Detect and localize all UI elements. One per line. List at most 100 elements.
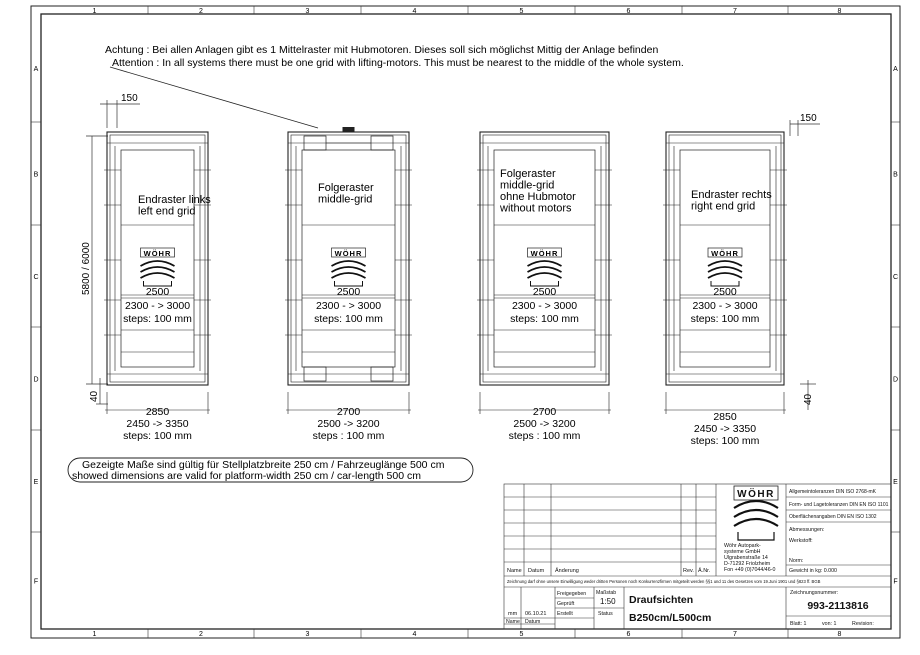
woehr-logo: WÖHR xyxy=(707,247,743,287)
note-en: Attention : In all systems there must be… xyxy=(112,57,684,69)
standard-1: Allgemeintoleranzen DIN ISO 2768-mK xyxy=(789,489,877,495)
woehr-logo-text: WÖHR xyxy=(335,249,363,258)
column-label-top: 3 xyxy=(306,8,310,15)
company-2: systeme GmbH xyxy=(724,549,761,555)
row-label-left: F xyxy=(34,579,38,586)
column-label-top: 7 xyxy=(733,8,737,15)
gewicht: Gewicht in kg: 0.000 xyxy=(789,568,837,574)
inner-range: 2300 - > 3000 xyxy=(692,300,757,312)
rev-rev: Rev. xyxy=(683,568,694,574)
column-label-bottom: 1 xyxy=(93,631,97,638)
werkstoff: Werkstoff: xyxy=(789,538,813,544)
outer-width: 2700 xyxy=(533,406,557,418)
column-label-top: 1 xyxy=(93,8,97,15)
outer-width-steps: steps : 100 mm xyxy=(313,430,385,442)
outer-width-range: 2450 -> 3350 xyxy=(694,423,756,435)
rev-datum: Datum xyxy=(528,568,545,574)
column-label-bottom: 3 xyxy=(306,631,310,638)
woehr-logo-text: WÖHR xyxy=(144,249,172,258)
row-label-right: B xyxy=(893,172,898,179)
dim-150-left xyxy=(100,100,140,128)
woehr-logo: WÖHR xyxy=(527,247,562,287)
outer-width-range: 2450 -> 3350 xyxy=(126,418,188,430)
inner-steps: steps: 100 mm xyxy=(510,313,579,325)
title-block-text: Name Datum Änderung Rev. Ä.Nr. WÖHR Wöhr… xyxy=(506,485,889,627)
woehr-logo: WÖHR xyxy=(331,247,366,287)
row-label-left: D xyxy=(33,377,38,384)
dim-150-left-label: 150 xyxy=(121,93,138,104)
grid-label-3: Folgeraster xyxy=(500,168,556,180)
note-de: Achtung : Bei allen Anlagen gibt es 1 Mi… xyxy=(105,44,658,56)
dim-150-right xyxy=(789,120,820,136)
drawing-number: 993-2113816 xyxy=(807,600,868,612)
rev-aenr: Ä.Nr. xyxy=(698,567,711,574)
outer-width-steps: steps: 100 mm xyxy=(123,430,192,442)
dim-150-right-label: 150 xyxy=(800,113,817,124)
grid-label-1: left end grid xyxy=(138,206,195,218)
column-label-top: 6 xyxy=(627,8,631,15)
column-label-bottom: 4 xyxy=(413,631,417,638)
column-label-bottom: 6 xyxy=(627,631,631,638)
title-block-logo: WÖHR xyxy=(733,485,779,541)
sheet-number: Blatt: 1 xyxy=(790,621,807,627)
standard-2: Form- und Lagetoleranzen DIN EN ISO 1101 xyxy=(789,502,889,508)
company-4: D-71292 Friolzheim xyxy=(724,561,771,567)
row-label-left: A xyxy=(34,66,39,73)
outer-width-range: 2500 -> 3200 xyxy=(513,418,575,430)
inner-range: 2300 - > 3000 xyxy=(512,300,577,312)
dim-40-left: 40 xyxy=(89,390,100,402)
outer-width: 2850 xyxy=(713,411,737,423)
inner-width: 2500 xyxy=(713,286,737,298)
woehr-logo-text: WÖHR xyxy=(531,249,559,258)
inner-steps: steps: 100 mm xyxy=(691,313,760,325)
inner-width: 2500 xyxy=(337,286,361,298)
row-label-right: E xyxy=(893,479,898,486)
grid-label-3: without motors xyxy=(499,203,572,215)
grid-label-2: Folgeraster xyxy=(318,182,374,194)
outer-width: 2700 xyxy=(337,406,361,418)
outer-width: 2850 xyxy=(146,406,170,418)
validity-de: Gezeigte Maße sind gültig für Stellplatz… xyxy=(82,459,445,471)
sheet-count: von: 1 xyxy=(822,621,836,627)
row-label-right: D xyxy=(893,377,898,384)
drawing-number-label: Zeichnungsnummer: xyxy=(790,590,838,596)
company-5: Fon +49 (0)7044/46-0 xyxy=(724,567,775,573)
inner-steps: steps: 100 mm xyxy=(123,313,192,325)
column-label-bottom: 8 xyxy=(838,631,842,638)
company-3: Ulgrabenstraße 14 xyxy=(724,555,768,561)
row-label-right: C xyxy=(893,274,898,281)
height-dimension xyxy=(86,135,108,405)
grid-label-3: ohne Hubmotor xyxy=(500,191,576,203)
revision-label: Revision: xyxy=(852,621,874,627)
grid-label-2: middle-grid xyxy=(318,194,372,206)
column-label-top: 8 xyxy=(838,8,842,15)
column-label-top: 2 xyxy=(199,8,203,15)
grid-label-1: Endraster links xyxy=(138,194,211,206)
title-block xyxy=(503,483,892,630)
creator: mm xyxy=(508,611,518,617)
name-label: Name xyxy=(506,619,520,625)
outer-width-steps: steps : 100 mm xyxy=(509,430,581,442)
dim-40-right xyxy=(800,380,816,410)
rev-aenderung: Änderung xyxy=(555,567,579,574)
standard-3: Oberflächenangaben DIN EN ISO 1302 xyxy=(789,514,877,520)
grid-label-3: middle-grid xyxy=(500,180,554,192)
validity-en: showed dimensions are valid for platform… xyxy=(72,470,421,482)
column-label-bottom: 7 xyxy=(733,631,737,638)
column-label-bottom: 5 xyxy=(520,631,524,638)
geprueft: Geprüft xyxy=(557,601,575,607)
rev-name: Name xyxy=(507,568,522,574)
column-label-top: 5 xyxy=(520,8,524,15)
massstab-value: 1:50 xyxy=(600,597,616,606)
outer-width-range: 2500 -> 3200 xyxy=(317,418,379,430)
drawing-title-1: Draufsichten xyxy=(629,594,693,606)
company-1: Wöhr Autopark- xyxy=(724,543,761,549)
row-label-left: B xyxy=(34,172,39,179)
attention-note: Achtung : Bei allen Anlagen gibt es 1 Mi… xyxy=(105,44,684,129)
created-date: 06.10.21 xyxy=(525,611,546,617)
